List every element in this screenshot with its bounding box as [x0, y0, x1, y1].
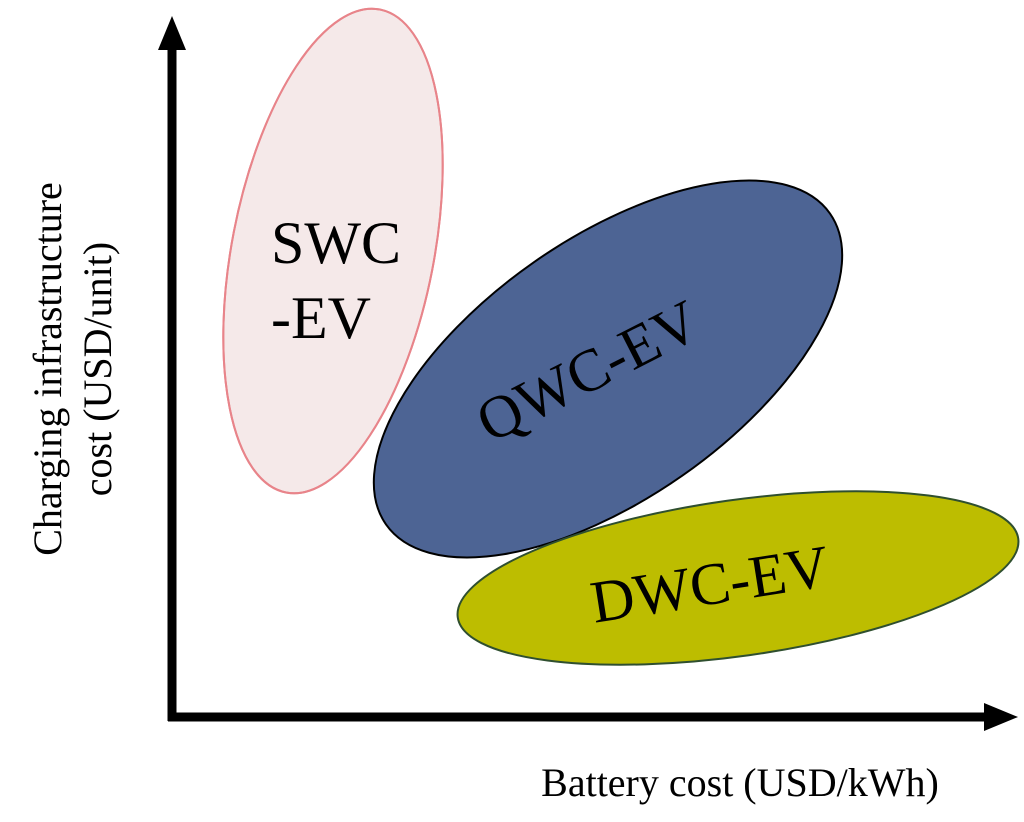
y-axis-title-line2: cost (USD/unit) — [75, 242, 120, 496]
dwc-ev-region — [456, 490, 1020, 666]
qwc-ev-region — [372, 179, 844, 559]
swc-ev-label-line1: SWC — [271, 210, 401, 276]
swc-ev-region-outline — [222, 7, 444, 495]
y-axis-arrowhead — [158, 16, 186, 50]
x-axis-title: Battery cost (USD/kWh) — [541, 760, 939, 805]
x-axis-arrowhead — [984, 703, 1018, 731]
swc-ev-label-line2: -EV — [271, 285, 371, 351]
y-axis-title-line1: Charging infrastructure — [25, 182, 70, 556]
